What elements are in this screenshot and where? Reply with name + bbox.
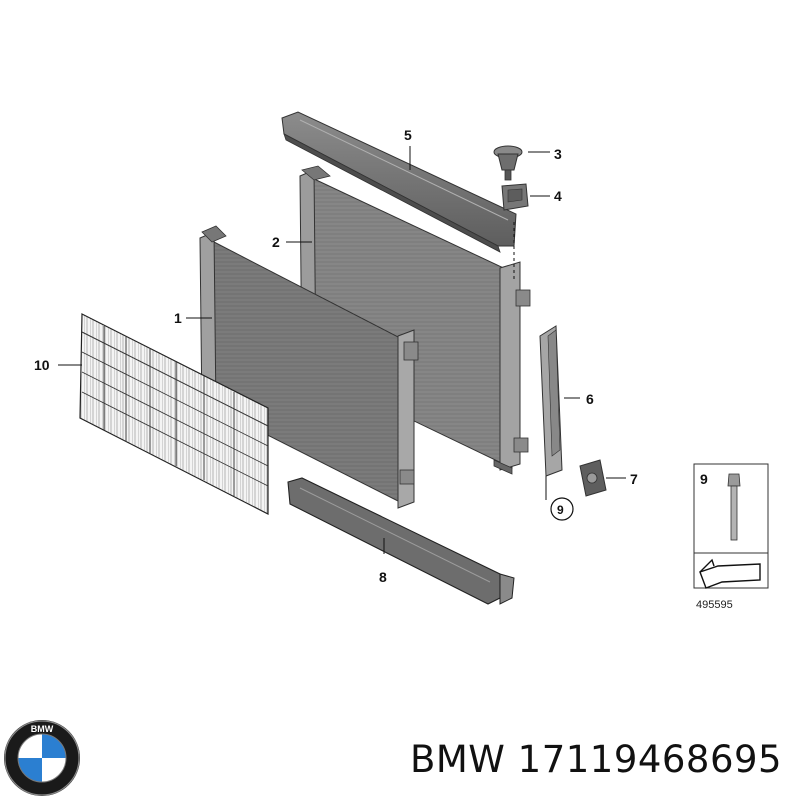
- callout-1: 1: [174, 310, 182, 326]
- bolt-icon: [727, 473, 741, 541]
- bmw-logo: BMW: [4, 720, 80, 796]
- callout-8: 8: [379, 569, 387, 585]
- part-10-grille: [79, 313, 269, 515]
- part-6-side-seal: [539, 325, 563, 477]
- callout-3: 3: [554, 146, 562, 162]
- callout-10: 10: [34, 357, 50, 373]
- logo-text: BMW: [31, 724, 54, 734]
- callout-6: 6: [586, 391, 594, 407]
- arrow-icon: [699, 558, 761, 589]
- part-1-condenser: [199, 225, 419, 509]
- callout-9-circled: 9: [550, 497, 574, 521]
- callout-5: 5: [404, 127, 412, 143]
- part-3-cap: [493, 145, 523, 181]
- part-4-bracket: [501, 183, 529, 211]
- leader-lines: [58, 146, 626, 554]
- inset-code: 495595: [696, 599, 733, 611]
- callout-2: 2: [272, 234, 280, 250]
- part-8-lower-shroud: [287, 477, 515, 605]
- part-number-title: BMW 17119468695: [410, 738, 783, 781]
- callout-7: 7: [630, 471, 638, 487]
- callout-9: 9: [557, 503, 564, 517]
- part-7-mount: [579, 459, 607, 497]
- inset-part-number: 9: [700, 471, 708, 487]
- callout-4: 4: [554, 188, 562, 204]
- inset-box: 9 495595: [693, 463, 769, 611]
- part-5-upper-shroud: [281, 111, 517, 253]
